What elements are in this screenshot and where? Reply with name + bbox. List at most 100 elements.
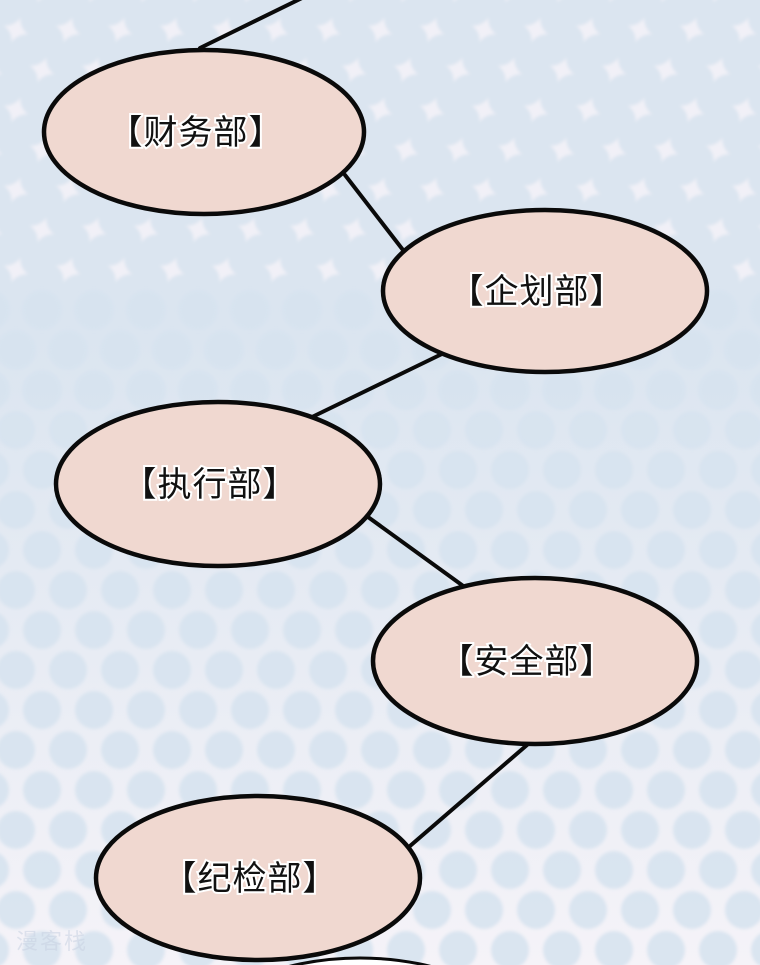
star-decoration [419, 17, 445, 43]
node-label: 【安全部】 [440, 642, 615, 682]
dot-decoration [387, 451, 425, 489]
dot-decoration [725, 811, 760, 849]
dot-decoration [725, 891, 760, 929]
dot-decoration [49, 731, 87, 769]
dot-decoration [595, 771, 633, 809]
star-decoration [653, 217, 679, 243]
dot-decoration [439, 531, 477, 569]
dot-decoration [386, 370, 426, 410]
star-decoration [653, 137, 679, 163]
dot-decoration [647, 931, 685, 965]
dot-decoration [0, 571, 35, 609]
dot-decoration [646, 370, 686, 410]
dot-decoration [750, 292, 760, 328]
dot-decoration [0, 651, 35, 689]
star-decoration [679, 97, 705, 123]
dot-decoration [231, 691, 269, 729]
dot-decoration [335, 691, 373, 729]
dot-decoration [49, 811, 87, 849]
dot-decoration [543, 931, 581, 965]
dot-decoration [74, 290, 114, 330]
star-decoration [445, 57, 471, 83]
dot-decoration [75, 931, 113, 965]
dot-decoration [569, 891, 607, 929]
star-decoration [575, 17, 601, 43]
dot-decoration [517, 411, 555, 449]
dot-decoration [699, 851, 737, 889]
dot-decoration [569, 811, 607, 849]
dot-decoration [23, 531, 61, 569]
dot-decoration [309, 651, 347, 689]
dot-decoration [569, 491, 607, 529]
star-decoration [289, 217, 315, 243]
dot-decoration [282, 290, 322, 330]
star-decoration [81, 217, 107, 243]
dot-decoration [23, 451, 61, 489]
star-decoration [367, 17, 393, 43]
star-decoration [523, 177, 549, 203]
dot-decoration [75, 771, 113, 809]
dot-decoration [595, 531, 633, 569]
star-decoration [341, 57, 367, 83]
star-decoration [549, 137, 575, 163]
dot-decoration [725, 491, 760, 529]
star-decoration [3, 17, 29, 43]
dot-decoration [230, 370, 270, 410]
dot-decoration [22, 290, 62, 330]
star-decoration [523, 17, 549, 43]
dot-decoration [543, 851, 581, 889]
star-decoration [3, 257, 29, 283]
dot-decoration [647, 531, 685, 569]
node-finance: 【财务部】 [41, 47, 367, 217]
dot-decoration [517, 491, 555, 529]
star-decoration [315, 257, 341, 283]
node-ellipse [93, 793, 423, 963]
dot-decoration [23, 691, 61, 729]
dot-decoration [491, 771, 529, 809]
dot-decoration [126, 290, 166, 330]
star-decoration [185, 217, 211, 243]
node-ellipse [380, 207, 710, 375]
dot-decoration [0, 773, 9, 807]
dot-decoration [23, 931, 61, 965]
dot-decoration [595, 851, 633, 889]
star-decoration [497, 137, 523, 163]
dot-decoration [673, 731, 711, 769]
star-decoration [679, 177, 705, 203]
dot-decoration [335, 611, 373, 649]
dot-decoration [724, 330, 760, 370]
dot-decoration [0, 453, 9, 487]
dot-decoration [725, 571, 760, 609]
dot-decoration [0, 891, 35, 929]
dot-decoration [179, 611, 217, 649]
dot-decoration [750, 372, 760, 408]
dot-decoration [204, 330, 244, 370]
dot-decoration [205, 731, 243, 769]
dot-decoration [673, 411, 711, 449]
star-decoration [107, 257, 133, 283]
dot-decoration [595, 451, 633, 489]
dot-decoration [413, 491, 451, 529]
star-decoration [731, 257, 757, 283]
dot-decoration [0, 693, 9, 727]
dot-decoration [413, 731, 451, 769]
dot-decoration [0, 330, 36, 370]
dot-decoration [699, 931, 737, 965]
dot-decoration [543, 451, 581, 489]
dot-decoration [257, 571, 295, 609]
dot-decoration [543, 531, 581, 569]
dot-decoration [178, 290, 218, 330]
node-discipline: 【纪检部】 [93, 793, 423, 963]
dot-decoration [699, 451, 737, 489]
star-decoration [601, 137, 627, 163]
star-decoration [731, 17, 757, 43]
dot-decoration [439, 771, 477, 809]
node-label: 【执行部】 [123, 465, 298, 505]
dot-decoration [465, 811, 503, 849]
dot-decoration [543, 771, 581, 809]
dot-decoration [100, 330, 140, 370]
dot-decoration [0, 811, 35, 849]
edge-above-finance [198, 0, 303, 50]
dot-decoration [153, 571, 191, 609]
